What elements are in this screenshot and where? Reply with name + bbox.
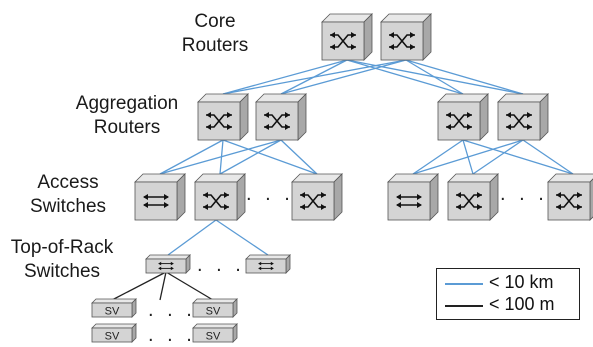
acc1-tor1-link (215, 219, 269, 256)
router-icon (456, 192, 482, 210)
router-icon (300, 192, 326, 210)
top-of-rack-switch-1 (245, 254, 291, 274)
top-of-rack-switches-label: Top-of-Rack Switches (4, 236, 120, 284)
switch-icon (158, 261, 174, 271)
core1-agg0-link (222, 59, 407, 95)
server-label: SV (206, 306, 221, 318)
server-3: SV (192, 323, 238, 343)
legend-blue-label: < 10 km (489, 272, 554, 292)
legend-black-line (445, 305, 483, 307)
agg1-acc0-link (159, 139, 282, 175)
router-icon (506, 112, 532, 130)
access-label-line1: Access (37, 172, 99, 193)
server-0: SV (91, 298, 137, 318)
core1-agg3-link (405, 59, 524, 95)
tor-ellipsis: . . . (197, 254, 245, 276)
agg3-acc3-link (412, 139, 524, 175)
router-icon (330, 32, 356, 50)
core0-agg2-link (346, 59, 464, 95)
aggregation-routers-label: Aggregation Routers (62, 92, 192, 140)
aggregation-router-2 (437, 93, 489, 141)
tor0-sv1-link (165, 271, 214, 301)
agg-label-line2: Routers (93, 117, 161, 138)
router-icon (206, 112, 232, 130)
legend-black-label: < 100 m (489, 294, 555, 314)
access-switch-5 (547, 173, 593, 221)
server-label: SV (206, 331, 221, 343)
server-2: SV (91, 323, 137, 343)
agg0-acc2-link (222, 139, 318, 175)
core-router-0 (321, 13, 373, 61)
server-1: SV (192, 298, 238, 318)
access-label-line2: Switches (29, 196, 107, 217)
core-label-line2: Routers (181, 35, 249, 56)
access-switch-2 (291, 173, 343, 221)
access-switch-4 (447, 173, 499, 221)
server-label: SV (105, 306, 120, 318)
server-label: SV (105, 331, 120, 343)
aggregation-router-3 (497, 93, 549, 141)
legend-blue-line (445, 283, 483, 285)
router-icon (203, 192, 229, 210)
agg3-acc5-link (522, 139, 574, 175)
router-icon (264, 112, 290, 130)
servers-bottom-ellipsis: . . . (148, 324, 196, 346)
tor-label-line1: Top-of-Rack (10, 237, 114, 258)
agg2-acc3-link (412, 139, 464, 175)
core-routers-label: Core Routers (170, 10, 260, 58)
core1-agg1-link (280, 59, 407, 95)
access-right-ellipsis: . . . (500, 183, 548, 205)
agg3-acc4-link (472, 139, 524, 175)
switch-icon (396, 194, 422, 208)
router-icon (389, 32, 415, 50)
acc1-tor0-link (167, 219, 217, 256)
tor-label-line2: Switches (23, 261, 101, 282)
core-router-1 (380, 13, 432, 61)
access-switch-1 (194, 173, 246, 221)
access-switches-label: Access Switches (14, 171, 122, 219)
agg-label-line1: Aggregation (75, 93, 179, 114)
agg1-acc2-link (280, 139, 318, 175)
access-left-ellipsis: . . . (246, 183, 294, 205)
servers-top-ellipsis: . . . (148, 299, 196, 321)
agg1-acc1-link (219, 139, 282, 175)
core1-agg2-link (405, 59, 464, 95)
agg2-acc5-link (462, 139, 574, 175)
access-switch-3 (387, 173, 439, 221)
core-label-line1: Core (194, 11, 236, 32)
router-icon (446, 112, 472, 130)
aggregation-router-1 (255, 93, 307, 141)
tor0-sv-mid-link (159, 271, 167, 301)
top-of-rack-switch-0 (145, 254, 191, 274)
agg0-acc0-link (159, 139, 224, 175)
access-switch-0 (134, 173, 186, 221)
switch-icon (143, 194, 169, 208)
legend: < 10 km < 100 m (436, 268, 580, 320)
router-icon (556, 192, 582, 210)
aggregation-router-0 (197, 93, 249, 141)
tor0-sv0-link (111, 271, 167, 301)
switch-icon (258, 261, 274, 271)
core0-agg0-link (222, 59, 348, 95)
